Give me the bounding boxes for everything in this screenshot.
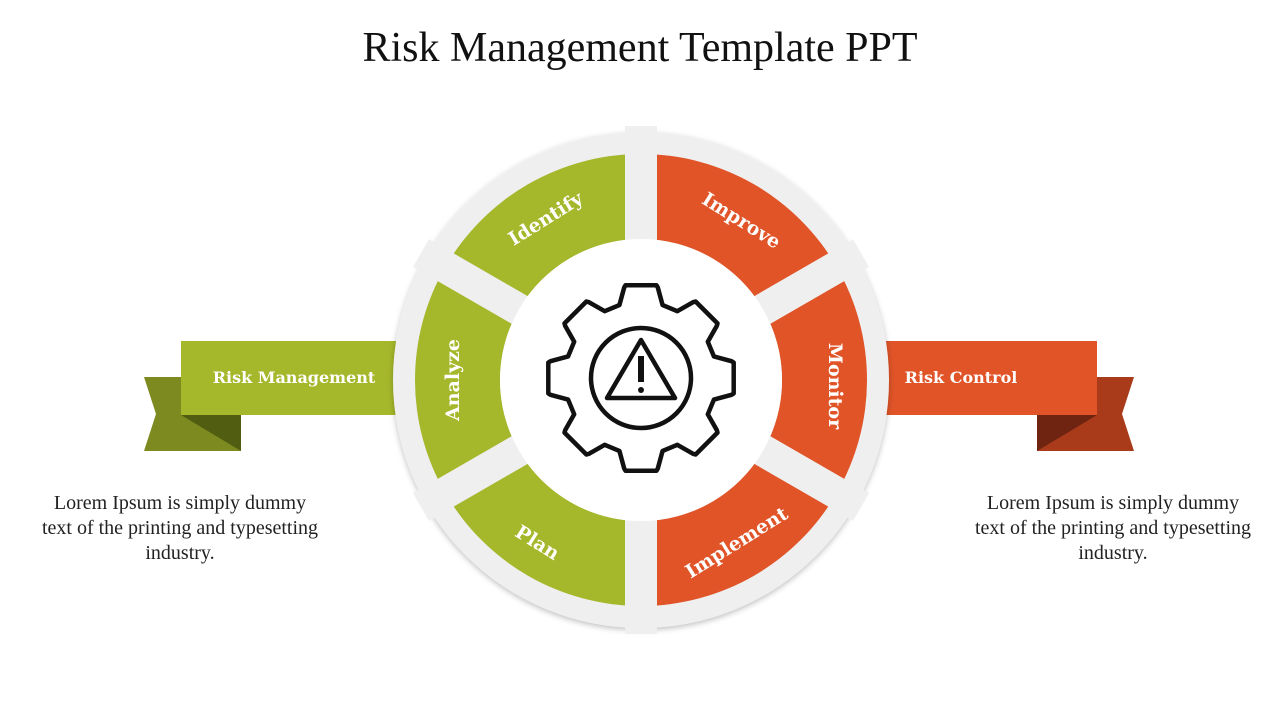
ribbon-label-risk-control: Risk Control [905,368,1018,387]
segment-label-monitor: Monitor [824,343,846,430]
gear-warning-icon [546,283,736,473]
slide-title: Risk Management Template PPT [362,25,918,71]
ribbon-fold [181,415,241,451]
segment-monitor [763,267,867,493]
segment-label-analyze: Analyze [442,339,464,422]
ribbon-fold [1037,415,1097,451]
segment-improve [641,154,837,310]
segment-implement [641,450,837,606]
right-description: Lorem Ipsum is simply dummy text of the … [974,492,1252,564]
left-ribbon: Risk Management [144,341,403,451]
segment-identify [445,154,641,310]
ribbon-label-risk-management: Risk Management [213,368,376,387]
left-description: Lorem Ipsum is simply dummy text of the … [41,492,319,564]
segment-plan [445,450,641,606]
segments [415,154,867,606]
segment-analyze [415,267,519,493]
ribbon-band [181,341,403,415]
ribbon-band [878,341,1097,415]
right-ribbon: Risk Control [878,341,1134,451]
